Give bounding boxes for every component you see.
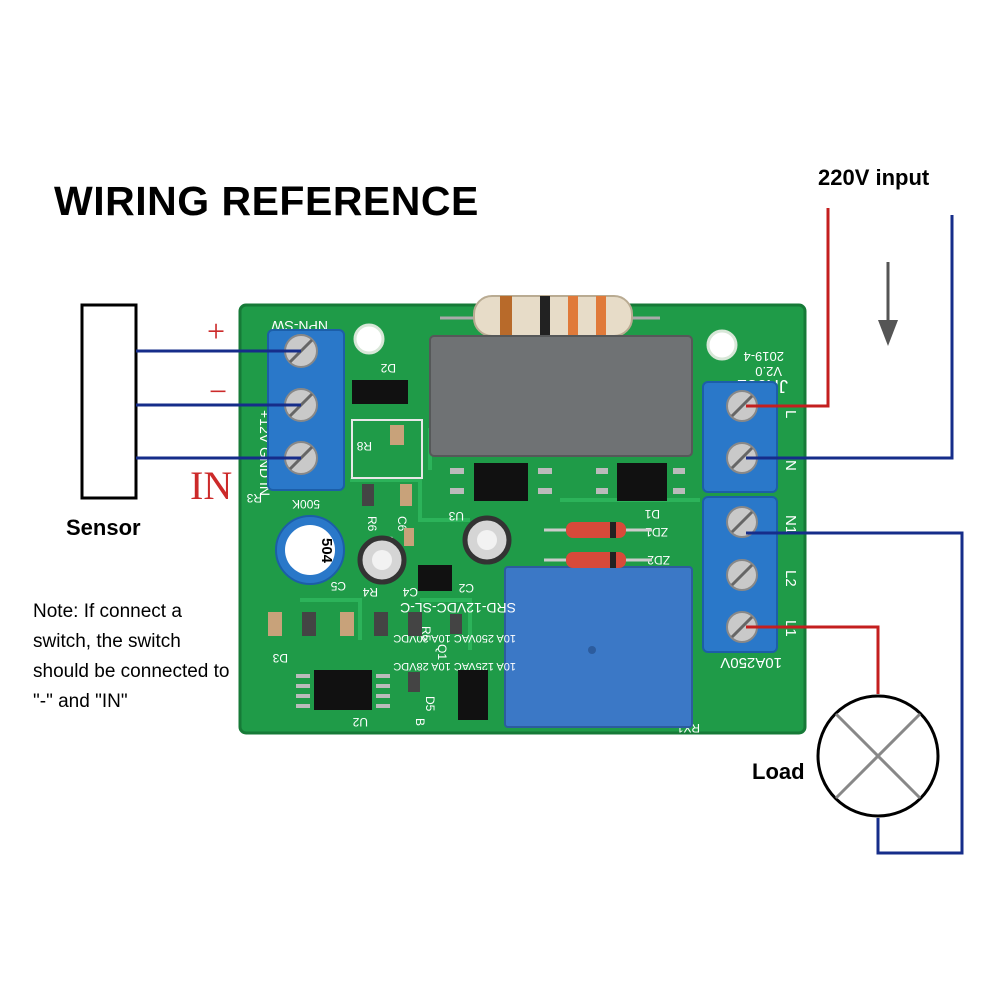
- relay-model: SRD-12VDC-SL-C: [400, 600, 516, 616]
- mounting-hole: [353, 323, 385, 355]
- power-terminal-block: [702, 381, 778, 493]
- in-terminal-label: IN: [190, 463, 233, 508]
- component-label-c5: C5: [330, 579, 346, 593]
- power-input-label: 220V input: [818, 165, 930, 190]
- mounting-hole: [706, 329, 738, 361]
- smd-components: [268, 425, 462, 692]
- plus-terminal-label: +: [207, 313, 226, 349]
- sensor-box: [80, 303, 138, 500]
- neutral-input-wire: [746, 215, 954, 460]
- sensor-wires: [136, 349, 301, 460]
- component-label-u2: U2: [352, 715, 368, 729]
- zener-diode-zd1: [544, 522, 652, 538]
- component-label-zd2: ZD2: [647, 553, 670, 567]
- terminal-label-n: N: [782, 460, 799, 471]
- optocoupler-u3: [450, 463, 552, 501]
- component-label-d3: D3: [272, 651, 288, 665]
- component-label-c2: C2: [458, 581, 474, 595]
- live-input-wire: [746, 208, 830, 408]
- diode-d5: [458, 670, 488, 720]
- wiring-note: Note: If connect a switch, the switch sh…: [33, 601, 230, 712]
- terminal-label-l2: L2: [782, 570, 799, 587]
- component-label-u3: U3: [448, 509, 464, 523]
- relay: SRD-12VDC-SL-C 10A 250VAC 10A 30VDC 10A …: [393, 566, 693, 728]
- sensor-terminal-block: [267, 329, 345, 491]
- component-label-zd1: ZD1: [645, 525, 668, 539]
- board-version: V2.0: [755, 364, 782, 379]
- load-label: Load: [752, 759, 805, 784]
- capacitor-c2: [462, 515, 512, 565]
- output-rating: 10A250V: [720, 654, 782, 671]
- transformer-block: [429, 335, 693, 457]
- relay-rating-line-2: 10A 125VAC 10A 28VDC: [393, 660, 516, 672]
- component-label-r3: R3: [246, 491, 262, 505]
- component-label-r8: R8: [356, 439, 372, 453]
- power-resistor: [440, 295, 660, 337]
- terminal-label-n1: N1: [782, 515, 799, 534]
- bridge-rectifier: [596, 463, 685, 501]
- output-terminal-block: [702, 496, 778, 653]
- relay-rating-line-1: 10A 250VAC 10A 30VDC: [393, 632, 516, 644]
- component-label-q1: Q1: [435, 644, 449, 660]
- terminal-label-l: L: [782, 410, 799, 418]
- component-label-d1: D1: [644, 507, 660, 521]
- component-label-c6: C6: [395, 516, 409, 532]
- component-label-r4: R4: [362, 585, 378, 599]
- diode-d2: [352, 380, 408, 404]
- ic-u2: [296, 670, 390, 710]
- regulator-u1: [418, 565, 452, 591]
- sensor-label: Sensor: [66, 515, 141, 540]
- component-label-c4: C4: [402, 585, 418, 599]
- component-label-b: B: [413, 718, 427, 726]
- zener-diode-zd2: [544, 552, 652, 568]
- down-arrow-icon: [878, 262, 898, 346]
- pot-value-label: 500K: [292, 497, 320, 511]
- load-live-wire: [746, 625, 880, 694]
- component-label-d2: D2: [380, 361, 396, 375]
- component-label-d5: D5: [423, 696, 437, 712]
- load-neutral-wire: [746, 531, 964, 855]
- component-label-r5: R5: [419, 626, 433, 642]
- diagram-title: WIRING REFERENCE: [54, 178, 479, 224]
- minus-terminal-label: −: [209, 373, 228, 409]
- board-date: 2019-4: [744, 349, 784, 364]
- pot-code: 504: [318, 538, 335, 564]
- capacitor-c5: [357, 535, 407, 585]
- lamp-icon: [816, 694, 940, 818]
- component-label-r6: R6: [365, 516, 379, 532]
- potentiometer: 504: [275, 515, 345, 585]
